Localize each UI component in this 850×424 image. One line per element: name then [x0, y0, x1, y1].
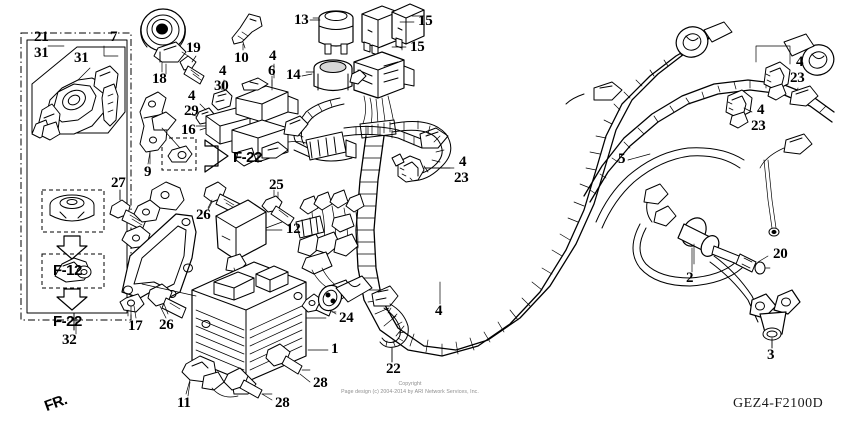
- part-30-clip: [212, 84, 232, 110]
- part-right-connectors: [566, 22, 839, 236]
- copyright-line-2: Page design (c) 2004-2014 by ARI Network…: [341, 389, 479, 395]
- callout-6: 6: [268, 63, 276, 79]
- callout-4-right-upper: 4: [796, 54, 804, 70]
- group-f12-reference: [42, 190, 104, 259]
- part-bottom-connector-cluster: [296, 190, 364, 300]
- callout-18: 18: [152, 71, 167, 87]
- callout-16: 16: [181, 122, 196, 138]
- part-number-label: GEZ4-F2100D: [733, 396, 824, 411]
- part-ignition-switch-assembly: [32, 66, 118, 140]
- part-main-connector-block: [350, 52, 414, 138]
- callout-4-mid: 4: [219, 63, 227, 79]
- callout-10: 10: [234, 50, 249, 66]
- part-bracket-cluster: [120, 182, 196, 318]
- callout-4-harness: 4: [435, 303, 443, 319]
- callout-25: 25: [269, 177, 284, 193]
- group-f22-reference-left: [42, 254, 104, 310]
- callout-15-upper: 15: [418, 13, 433, 29]
- part-28-bolt-lower: [224, 368, 272, 398]
- callout-5: 5: [618, 151, 626, 167]
- part-28-bolt-upper: [266, 344, 310, 374]
- callout-13: 13: [294, 12, 309, 28]
- part-10-key: [232, 14, 262, 50]
- part-9-bracket: [140, 92, 180, 164]
- callout-19: 19: [186, 40, 201, 56]
- part-4-connector-main: [232, 120, 312, 166]
- callout-17: 17: [128, 318, 143, 334]
- callout-11: 11: [177, 395, 191, 411]
- part-harness-branches: [284, 98, 451, 181]
- callout-28-upper: 28: [313, 375, 328, 391]
- callout-23-right-lower: 23: [751, 118, 766, 134]
- callout-4-left: 4: [188, 88, 196, 104]
- copyright-line-1: Copyright: [398, 381, 422, 387]
- part-4-main-harness: [356, 32, 722, 356]
- part-2-solenoid: [644, 184, 770, 322]
- callout-24: 24: [339, 310, 354, 326]
- callout-1: 1: [331, 341, 339, 357]
- callout-12: 12: [286, 221, 301, 237]
- part-13-cylinder: [313, 11, 353, 54]
- part-18-coil: [141, 9, 186, 72]
- callout-15-lower: 15: [410, 39, 425, 55]
- part-3-y-connector: [750, 290, 800, 348]
- reference-label-f12-left[interactable]: F-12: [53, 262, 82, 279]
- reference-label-f22-middle[interactable]: F-22: [233, 149, 262, 166]
- callout-31-inner: 31: [74, 50, 89, 66]
- callout-4-right-lower: 4: [757, 102, 765, 118]
- callout-2: 2: [686, 270, 694, 286]
- callout-23-right-upper: 23: [790, 70, 805, 86]
- callout-30: 30: [214, 78, 229, 94]
- reference-label-f22-left[interactable]: F-22: [53, 313, 82, 330]
- callout-26-lower: 26: [159, 317, 174, 333]
- callout-32: 32: [62, 332, 77, 348]
- callout-14: 14: [286, 67, 301, 83]
- part-6-connector: [236, 76, 298, 122]
- part-19-bolt: [180, 52, 204, 84]
- callout-3: 3: [767, 347, 775, 363]
- callout-21: 21: [34, 29, 49, 45]
- callout-28-lower: 28: [275, 395, 290, 411]
- callout-20: 20: [773, 246, 788, 262]
- leader-lines: [48, 20, 790, 400]
- callout-29: 29: [184, 103, 199, 119]
- callout-4-clamp: 4: [459, 154, 467, 170]
- callout-4-top: 4: [269, 48, 277, 64]
- part-14-boot: [306, 60, 352, 91]
- part-15-relay-b: [392, 4, 424, 50]
- callout-26-upper: 26: [196, 207, 211, 223]
- group-f22-reference-middle: [162, 138, 228, 172]
- callout-31-outer: 31: [34, 45, 49, 61]
- part-round-connector-24: [314, 276, 372, 315]
- callout-23-clamp: 23: [454, 170, 469, 186]
- part-25-bolt: [262, 190, 294, 226]
- callout-22: 22: [386, 361, 401, 377]
- part-22-branch: [372, 286, 408, 362]
- callout-7: 7: [110, 29, 118, 45]
- callout-9: 9: [144, 164, 152, 180]
- callout-27: 27: [111, 175, 126, 191]
